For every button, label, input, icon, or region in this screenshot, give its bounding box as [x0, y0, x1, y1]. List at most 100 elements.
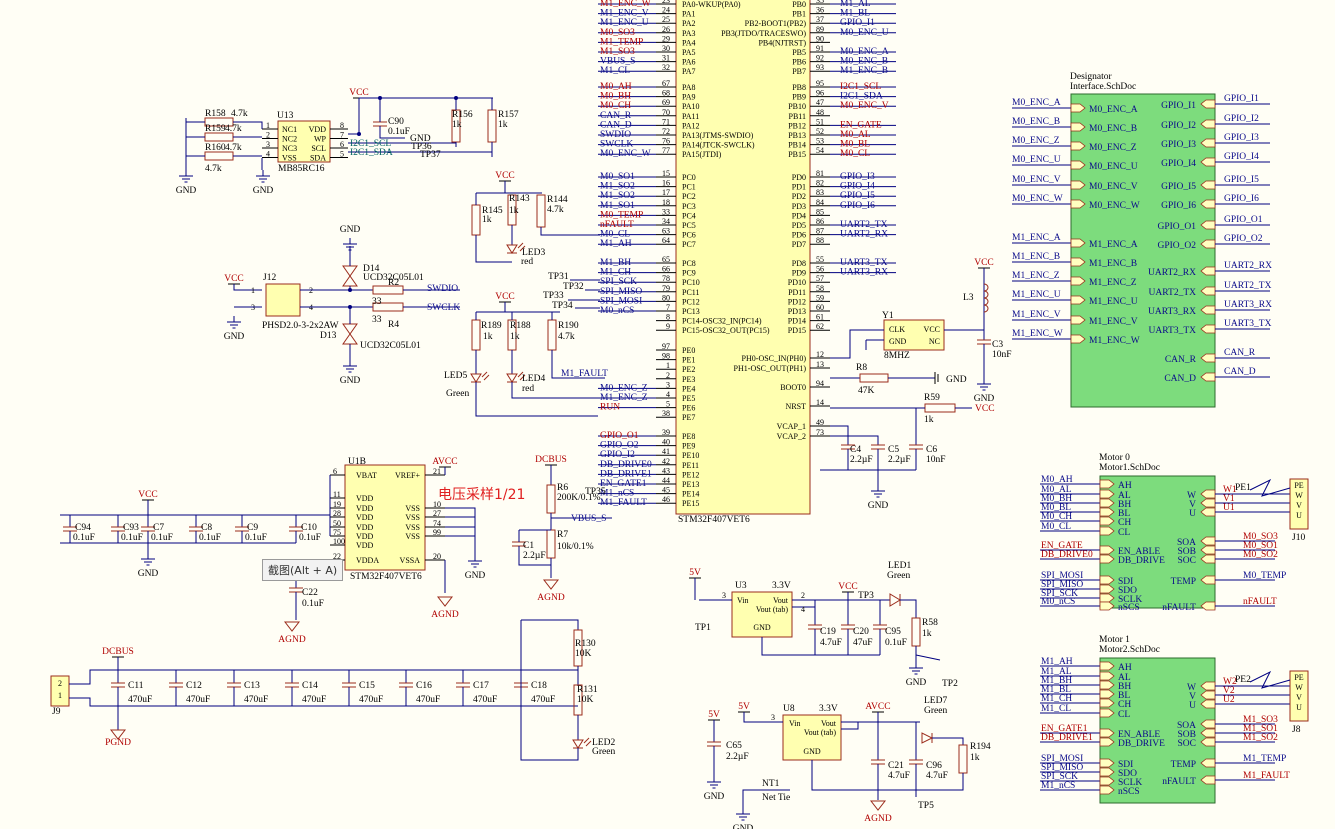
wire	[540, 227, 600, 236]
mcu-pin-name: PD1	[792, 183, 806, 192]
sheet-port	[1099, 661, 1115, 671]
swd-part: PHSD2.0-3-2x2AW	[262, 321, 339, 331]
mcu-pin-number: 54	[816, 146, 824, 155]
net-label: M1_ENC_A	[1012, 233, 1061, 243]
mcu-pin-name: PA15(JTDI)	[682, 150, 722, 159]
net-label: M0_ENC_W	[600, 149, 651, 159]
pin-number: 20	[433, 552, 441, 561]
mcu-pin-name: PB4(NJTRST)	[758, 38, 806, 47]
mcu-pin-number: 55	[816, 255, 824, 264]
mcu-pin-name: PD13	[788, 307, 806, 316]
net-label: M1_SO2	[1243, 733, 1278, 743]
resistor-ref: R156	[452, 110, 473, 120]
mcu-pin-name: PE2	[682, 365, 695, 374]
mcu-pin-number: 34	[662, 217, 670, 226]
pin-number: 19	[333, 500, 341, 509]
cap-ref: C5	[888, 445, 899, 455]
eeprom-pin-number: 3	[266, 140, 270, 149]
resistor	[487, 109, 497, 143]
power-pin: VSS	[405, 504, 420, 513]
net-label: M1_ENC_B	[840, 66, 888, 76]
net-label: SPI_MISO	[1041, 580, 1083, 590]
eeprom-pin: VDD	[309, 125, 327, 134]
net-label: M1_FAULT	[600, 498, 647, 508]
mcu-pin-number: 42	[662, 457, 670, 466]
sheet-port-label: M0_ENC_V	[1089, 182, 1138, 192]
mcu-pin-number: 58	[816, 284, 824, 293]
pin-number: 3	[771, 713, 775, 722]
mcu-pin-number: 69	[662, 98, 670, 107]
pin-number: 10	[433, 500, 441, 509]
sheet-port-label: CAN_R	[1165, 355, 1197, 365]
mcu-pin-number: 31	[662, 54, 670, 63]
wire	[932, 737, 964, 745]
led-ref: LED1	[888, 561, 911, 571]
sheet-port	[1099, 728, 1115, 738]
net-label: UART2_TX	[1224, 281, 1272, 291]
mcu-pin-name: PB8	[792, 83, 806, 92]
swdio-label: SWDIO	[427, 284, 458, 294]
cap-value: 0.1uF	[199, 533, 221, 543]
sheet-port	[1070, 276, 1086, 286]
led-color: red	[521, 257, 533, 267]
sheet-port	[1099, 575, 1115, 585]
net-label: M0_CH	[600, 101, 631, 111]
sheet-port-label: AL	[1118, 673, 1131, 683]
agnd-label: AGND	[431, 610, 459, 620]
wire	[743, 712, 783, 723]
sheet-port	[1200, 199, 1216, 209]
mcu-pin-name: PE13	[682, 480, 699, 489]
mcu-pin-number: 80	[662, 293, 670, 302]
pin-number: 2	[801, 591, 805, 600]
sheet-port	[1200, 138, 1216, 148]
reg-pin: GND	[803, 747, 821, 756]
sheet-port-label: SOB	[1178, 730, 1196, 740]
led-ref: LED3	[522, 248, 545, 258]
mcu-pin-number: 71	[662, 117, 670, 126]
pin-number: 21	[433, 467, 441, 476]
cap-value: 470uF	[531, 695, 555, 705]
cap-ref: C94	[75, 523, 91, 533]
net-label: UART3_RX	[840, 268, 888, 278]
net-label: M1_TEMP	[600, 37, 643, 47]
ground-label: GND	[465, 571, 486, 581]
sheet-port	[1200, 266, 1216, 276]
power-block-part: STM32F407VET6	[350, 572, 422, 582]
eeprom-pin: NC2	[282, 135, 297, 144]
power-label: VCC	[838, 582, 858, 592]
reg-pin: Vin	[737, 596, 749, 605]
net-label: UART2_RX	[840, 230, 888, 240]
sheet-port	[1070, 103, 1086, 113]
cap-value: 10nF	[992, 350, 1012, 360]
mcu-pin-number: 76	[662, 137, 670, 146]
net-label: V1	[1223, 494, 1235, 504]
net-label: M0_SO3	[600, 28, 635, 38]
power-label: AVCC	[432, 457, 457, 467]
agnd-symbol	[542, 579, 560, 590]
net-label: M1_SO1	[600, 201, 635, 211]
mcu-pin-name: PC14-OSC32_IN(PC14)	[682, 317, 762, 326]
inductor-ref: L3	[963, 293, 974, 303]
gnd-label: GND	[340, 225, 361, 235]
net-label: M0_CL	[600, 230, 630, 240]
mcu-pin-number: 16	[662, 179, 670, 188]
cap-ref: C20	[853, 627, 869, 637]
net-label: GPIO_I3	[840, 172, 875, 182]
mcu-pin-name: NRST	[786, 402, 807, 411]
mcu-pin-name: PC8	[682, 259, 696, 268]
sheet-port-label: BL	[1118, 691, 1130, 701]
agnd-label: AGND	[537, 593, 565, 603]
net-label: M1_CH	[600, 268, 631, 278]
mcu-pin-number: 68	[662, 89, 670, 98]
mcu-pin-name: PD11	[788, 288, 806, 297]
oscillator-body	[883, 319, 945, 351]
net-label: M0_CL	[840, 149, 870, 159]
net-label: M1_AL	[840, 0, 871, 9]
mcu-pin-number: 97	[662, 342, 670, 351]
eeprom-pin: NC1	[282, 125, 297, 134]
cap-value: 2.2µF	[726, 752, 749, 762]
resistor-value: 1k	[924, 415, 934, 425]
sheet-port-label: SDO	[1118, 586, 1137, 596]
sheet-port-label: GPIO_I1	[1161, 101, 1196, 111]
net-label: M1_TEMP	[1243, 754, 1286, 764]
